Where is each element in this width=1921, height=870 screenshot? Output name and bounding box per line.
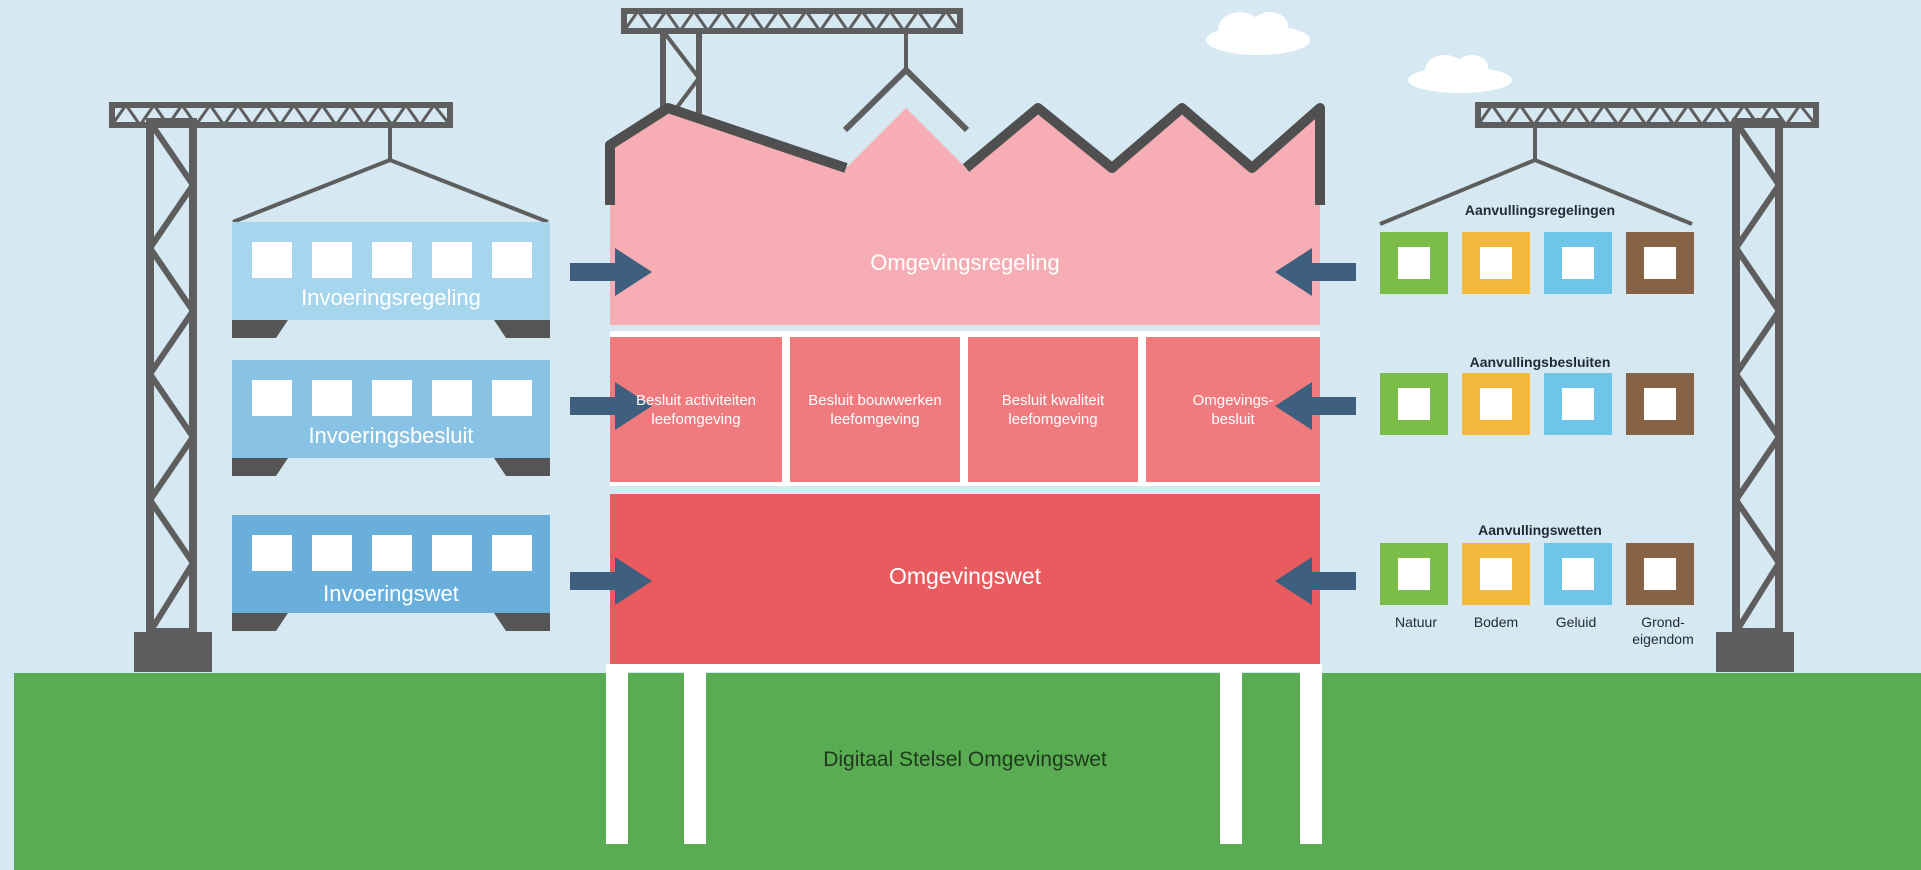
arrow-right-icon [570, 248, 652, 296]
window-icon [252, 242, 292, 278]
aanvulling-block [1626, 373, 1694, 435]
aanvulling-block [1462, 232, 1530, 294]
aanvulling-block [1544, 373, 1612, 435]
aanvulling-block [1462, 543, 1530, 605]
invoering-module [232, 515, 550, 631]
besluit-label-2: Besluit bouwwerken leefomgeving [808, 391, 942, 429]
window-icon [432, 535, 472, 571]
arrow-right-icon [570, 557, 652, 605]
group-title-aanvullingsbesluiten: Aanvullingsbesluiten [1469, 354, 1611, 370]
category-label-grondeigendom: Grond- eigendom [1632, 614, 1694, 647]
window-icon [432, 242, 472, 278]
category-label-geluid: Geluid [1555, 614, 1597, 630]
besluit-box-2 [790, 337, 960, 482]
aanvulling-block [1380, 232, 1448, 294]
arrow-left-icon [1275, 248, 1356, 296]
window-icon [252, 535, 292, 571]
arrow-left-icon [1275, 557, 1356, 605]
window-icon [492, 380, 532, 416]
invoering-module [232, 360, 550, 476]
digitaal-stelsel-label: Digitaal Stelsel Omgevingswet [823, 748, 1107, 771]
top-crane [621, 8, 970, 133]
aanvulling-block [1626, 232, 1694, 294]
module-label-invoeringswet: Invoeringswet [323, 581, 459, 606]
besluit-label-4: Omgevings- besluit [1192, 391, 1274, 429]
cloud-icon [1408, 55, 1512, 93]
window-icon [432, 380, 472, 416]
left-crane [109, 102, 549, 672]
aanvulling-block [1380, 373, 1448, 435]
aanvulling-block [1626, 543, 1694, 605]
ground-block [14, 673, 1921, 870]
arrow-left-icon [1275, 382, 1356, 430]
window-icon [372, 535, 412, 571]
besluit-box-3 [968, 337, 1138, 482]
aanvulling-block [1380, 543, 1448, 605]
category-label-bodem: Bodem [1473, 614, 1519, 630]
category-label-natuur: Natuur [1394, 614, 1438, 630]
besluit-label-1: Besluit activiteiten leefomgeving [635, 391, 757, 429]
window-icon [492, 242, 532, 278]
aanvulling-block [1544, 232, 1612, 294]
invoering-module [232, 222, 550, 338]
omgevingsregeling-label: Omgevingsregeling [870, 250, 1060, 275]
besluit-label-3: Besluit kwaliteit leefomgeving [1001, 391, 1105, 429]
arrow-right-icon [570, 382, 652, 430]
aanvulling-block [1462, 373, 1530, 435]
omgevingswet-block [610, 494, 1320, 664]
window-icon [492, 535, 532, 571]
roof-block [610, 108, 1320, 325]
window-icon [372, 380, 412, 416]
module-label-invoeringsbesluit: Invoeringsbesluit [308, 423, 474, 448]
group-title-aanvullingsregelingen: Aanvullingsregelingen [1464, 202, 1616, 218]
roof-outline [605, 103, 1325, 205]
window-icon [312, 380, 352, 416]
window-icon [372, 242, 412, 278]
omgevingswet-label: Omgevingswet [888, 562, 1042, 589]
cloud-icon [1206, 12, 1310, 55]
group-title-aanvullingswetten: Aanvullingswetten [1478, 522, 1602, 538]
right-crane [1379, 102, 1819, 672]
module-label-invoeringsregeling: Invoeringsregeling [301, 285, 481, 310]
window-icon [312, 535, 352, 571]
window-icon [252, 380, 292, 416]
window-icon [312, 242, 352, 278]
building-pillars [606, 664, 1322, 844]
aanvulling-block [1544, 543, 1612, 605]
